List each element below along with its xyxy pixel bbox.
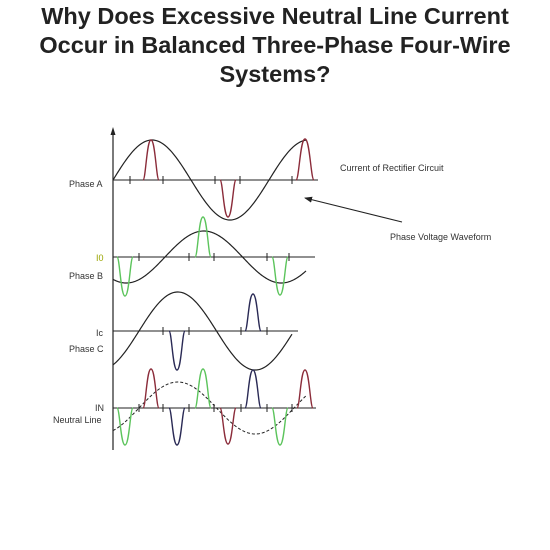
phase-a-pulse bbox=[219, 179, 237, 218]
neutral-line-label: Neutral Line bbox=[53, 415, 102, 425]
phase-b-current-pulses bbox=[116, 216, 289, 297]
neutral-pulse-b bbox=[271, 407, 289, 446]
voltage-waveform-label: Phase Voltage Waveform bbox=[390, 232, 491, 242]
phase-c-pulse bbox=[244, 293, 262, 332]
neutral-pulse-a bbox=[142, 368, 160, 409]
phase-a-voltage-wave bbox=[112, 139, 307, 221]
neutral-pulse-b bbox=[194, 368, 212, 409]
phase-c-label: Phase C bbox=[69, 344, 104, 354]
phase-b-pulse bbox=[271, 256, 289, 296]
in-label: IN bbox=[95, 403, 104, 413]
phase-b-label: Phase B bbox=[69, 271, 103, 281]
neutral-current-pulses bbox=[116, 368, 314, 446]
voltage-waveform-arrow bbox=[304, 196, 403, 223]
phase-c-pulse bbox=[168, 330, 186, 371]
phase-c-current-pulses bbox=[168, 293, 262, 371]
phase-a-label: Phase A bbox=[69, 179, 103, 189]
neutral-pulse-c bbox=[168, 407, 186, 446]
title-line-3: Systems? bbox=[219, 61, 331, 87]
neutral-pulse-a bbox=[296, 369, 314, 409]
neutral-pulse-b bbox=[116, 407, 134, 446]
phase-a-pulse bbox=[142, 139, 160, 181]
phase-a-pulse bbox=[295, 138, 315, 181]
vertical-axis-arrow bbox=[110, 127, 116, 135]
neutral-pulse-c bbox=[244, 369, 262, 409]
i0-label: I0 bbox=[96, 253, 104, 263]
neutral-pulse-a bbox=[219, 407, 237, 445]
title-line-1: Why Does Excessive Neutral Line Current bbox=[41, 3, 509, 29]
phase-b-voltage-wave bbox=[112, 230, 307, 284]
rectifier-current-label: Current of Rectifier Circuit bbox=[340, 163, 444, 173]
phase-b-pulse bbox=[194, 216, 212, 258]
phase-a-current-pulses bbox=[142, 138, 315, 218]
ic-label: Ic bbox=[96, 328, 104, 338]
title-line-2: Occur in Balanced Three-Phase Four-Wire bbox=[39, 32, 511, 58]
phase-c-voltage-wave bbox=[112, 291, 293, 371]
phase-b-pulse bbox=[116, 256, 134, 297]
page-title: Why Does Excessive Neutral Line Current … bbox=[0, 2, 550, 89]
tick-marks bbox=[129, 176, 293, 412]
